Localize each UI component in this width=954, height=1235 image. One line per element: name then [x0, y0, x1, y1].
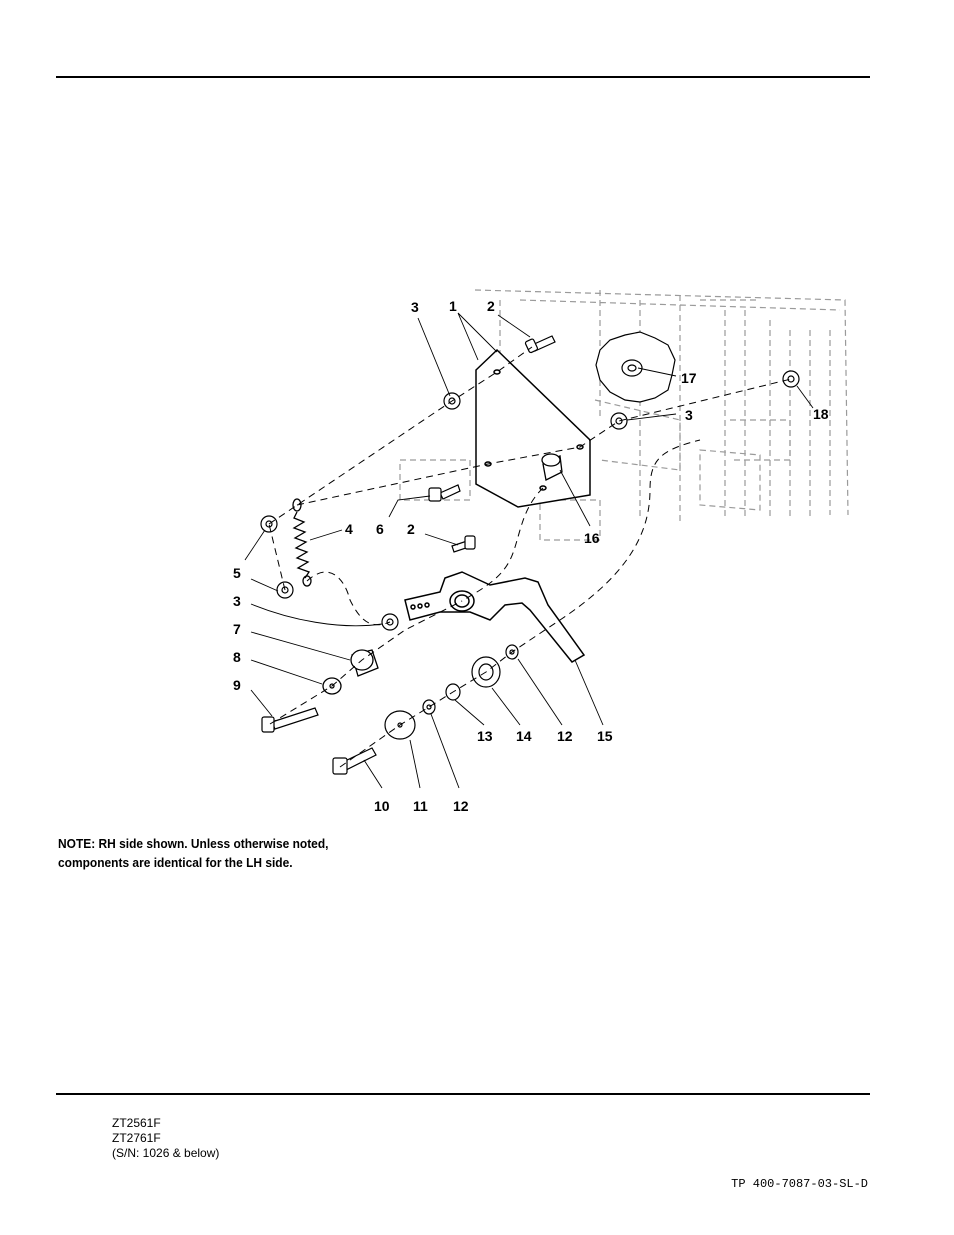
note-line-2: components are identical for the LH side…: [58, 855, 293, 870]
callout-14: 14: [516, 728, 532, 744]
assembly-lines: [268, 346, 792, 768]
sprocket-drawing: [595, 331, 676, 403]
callout-3: 3: [411, 299, 419, 315]
callout-12: 12: [453, 798, 469, 814]
callout-3: 3: [685, 407, 693, 423]
header-rule: [56, 76, 870, 78]
nuts-drawing: [260, 370, 800, 631]
spring-drawing: [292, 498, 312, 587]
note-text: NOTE: RH side shown. Unless otherwise no…: [58, 834, 328, 872]
bushing-washer-drawing: [322, 649, 379, 695]
spacer-16-drawing: [541, 453, 563, 481]
footer-rule: [56, 1093, 870, 1095]
callout-17: 17: [681, 370, 697, 386]
callout-15: 15: [597, 728, 613, 744]
callout-1: 1: [449, 298, 457, 314]
callout-10: 10: [374, 798, 390, 814]
document-id: TP 400-7087-03-SL-D: [731, 1177, 868, 1191]
callout-5: 5: [233, 565, 241, 581]
model-list: ZT2561F ZT2761F (S/N: 1026 & below): [112, 1116, 219, 1161]
callout-11: 11: [413, 798, 428, 814]
leader-lines: [244, 312, 814, 789]
callout-6: 6: [376, 521, 384, 537]
serial-range: (S/N: 1026 & below): [112, 1146, 220, 1160]
callout-9: 9: [233, 677, 241, 693]
callout-2: 2: [487, 298, 495, 314]
callout-18: 18: [813, 406, 829, 422]
bolt-9-drawing: [261, 707, 319, 733]
callout-3: 3: [233, 593, 241, 609]
model-1: ZT2561F: [112, 1116, 161, 1130]
callout-8: 8: [233, 649, 241, 665]
bolts-drawing: [428, 335, 556, 553]
idler-arm-drawing: [404, 571, 586, 663]
callout-labels: 3 1 2 17 3 18 4 6 2 16 5 3 7 8 9 13 14 1…: [233, 298, 829, 814]
callout-4: 4: [345, 521, 353, 537]
note-line-1: NOTE: RH side shown. Unless otherwise no…: [58, 836, 329, 851]
callout-7: 7: [233, 621, 241, 637]
idler-plate-drawing: [475, 348, 591, 508]
callout-16: 16: [584, 530, 600, 546]
callout-13: 13: [477, 728, 493, 744]
callout-12: 12: [557, 728, 573, 744]
model-2: ZT2761F: [112, 1131, 161, 1145]
callout-2: 2: [407, 521, 415, 537]
